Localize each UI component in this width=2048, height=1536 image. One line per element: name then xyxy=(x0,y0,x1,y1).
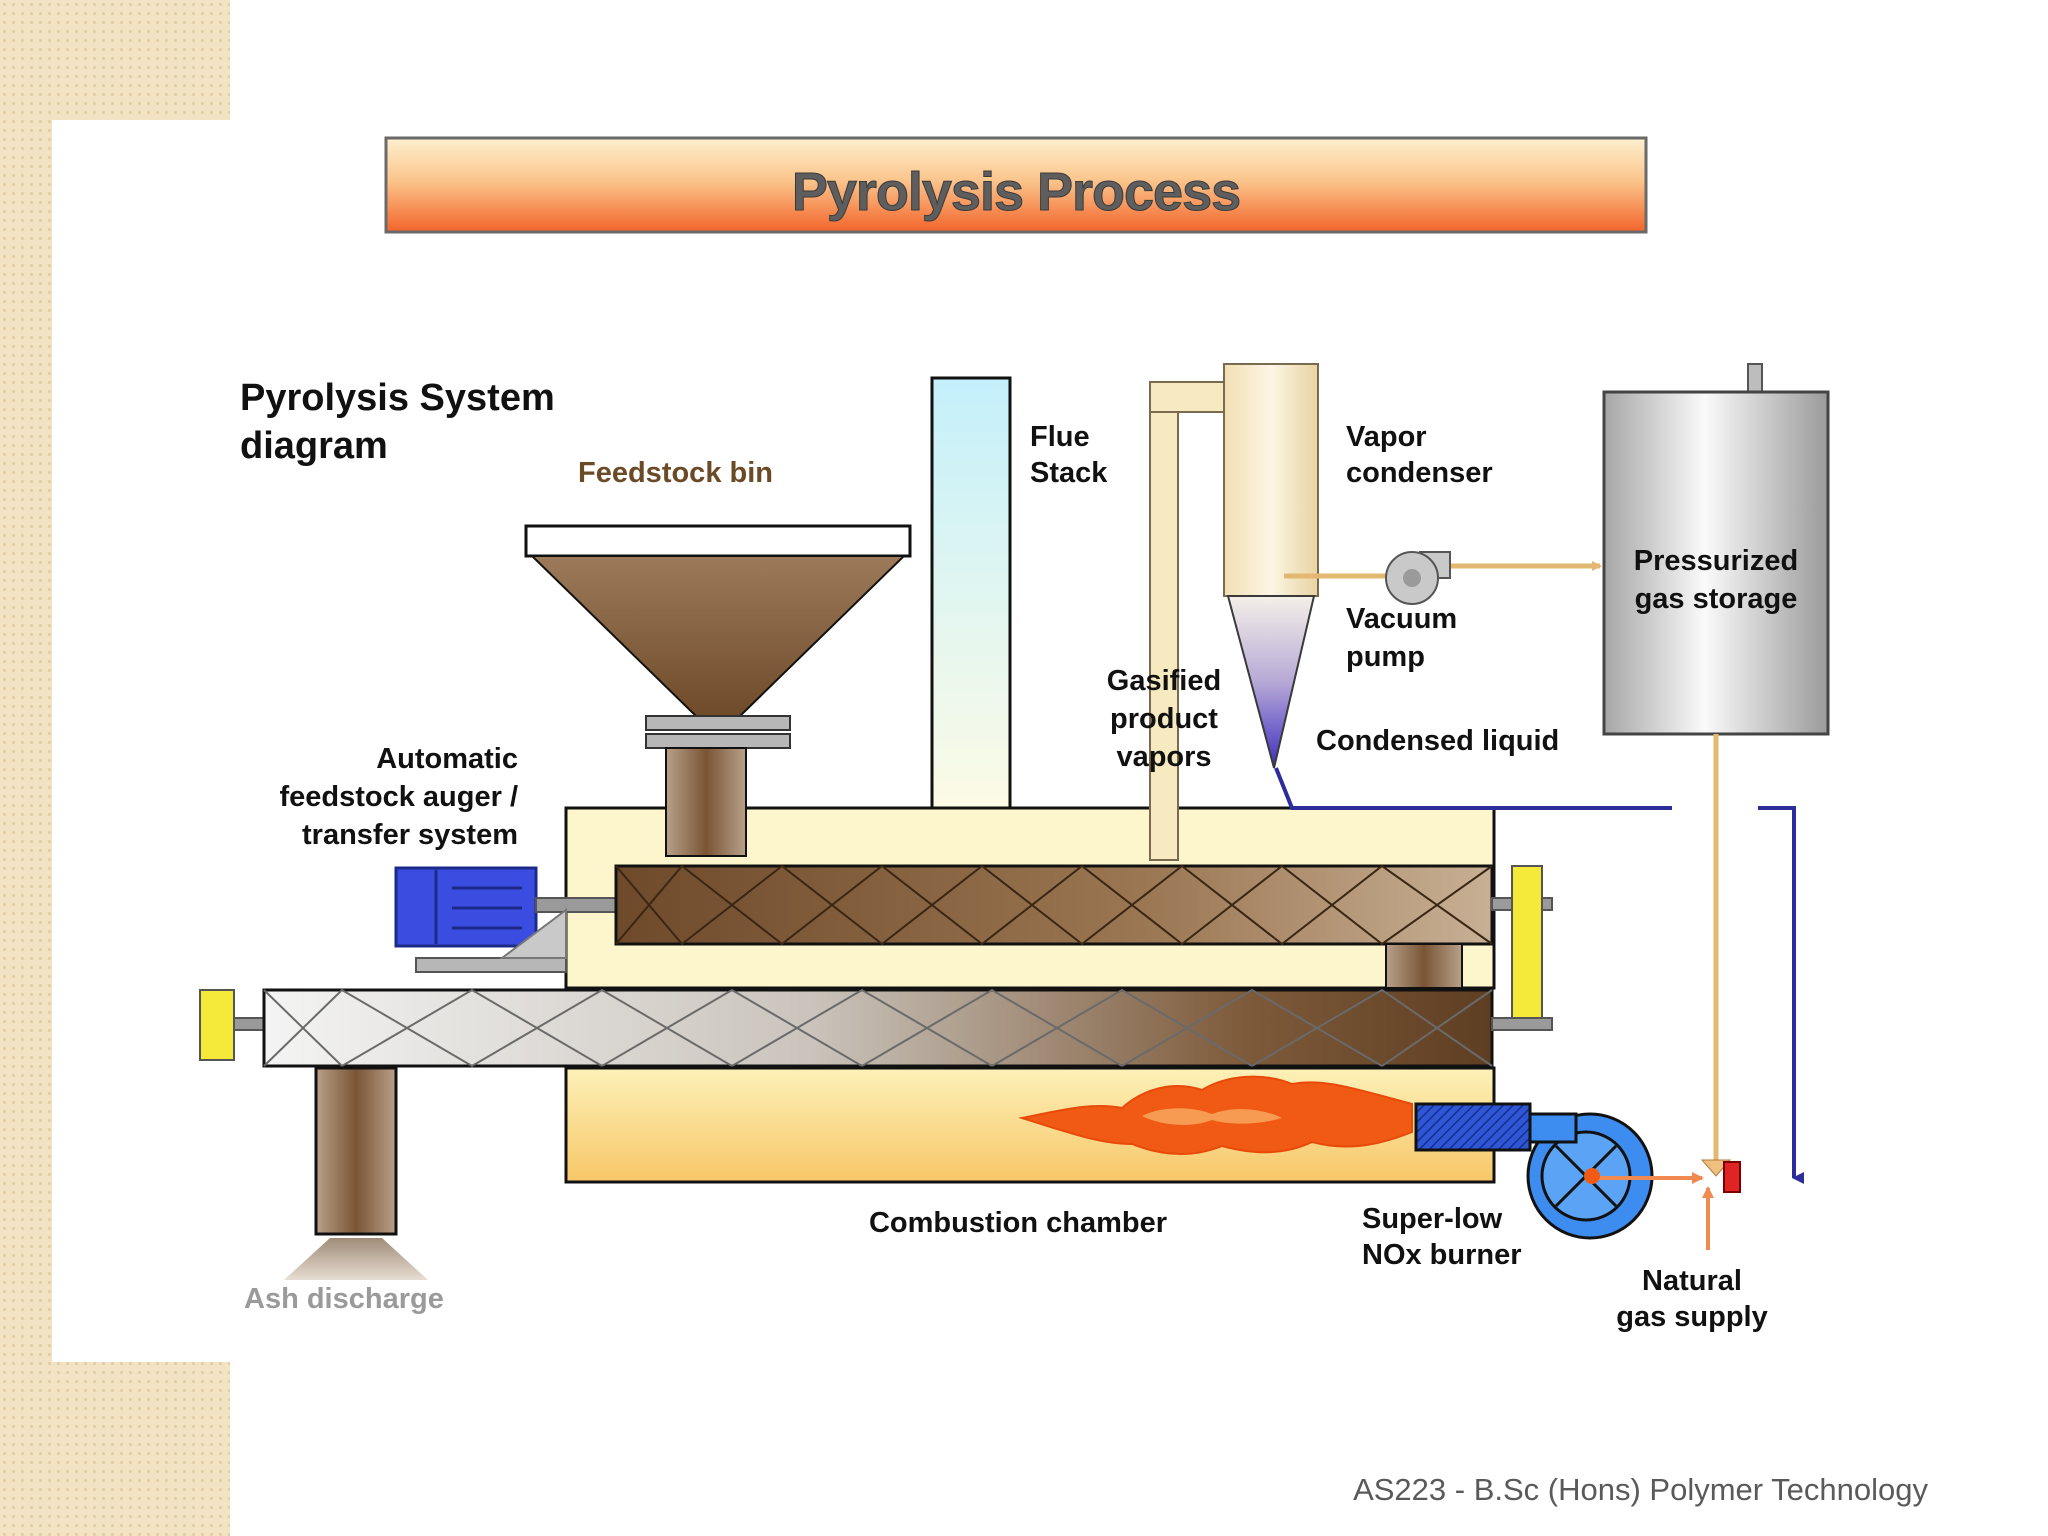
diagram-card: Pyrolysis Process Pyrolysis System diagr… xyxy=(52,120,1992,1362)
natural-gas-feed xyxy=(1584,1159,1741,1250)
label-burner-1: Super-low xyxy=(1362,1203,1503,1235)
auger-motor xyxy=(394,866,619,973)
label-auger-3: transfer system xyxy=(302,819,518,851)
label-vacuum-pump-2: pump xyxy=(1346,641,1425,673)
label-gasified-2: product xyxy=(1110,703,1218,735)
condensed-liquid-line xyxy=(1274,767,1804,1184)
label-ash-discharge: Ash discharge xyxy=(244,1283,444,1315)
label-gasified-1: Gasified xyxy=(1107,665,1221,697)
label-burner-2: NOx burner xyxy=(1362,1239,1522,1271)
ash-discharge xyxy=(284,1066,428,1280)
label-pressurized-gas-2: gas storage xyxy=(1635,583,1798,615)
label-condensed-liquid: Condensed liquid xyxy=(1316,725,1559,757)
upper-auger xyxy=(614,864,1553,1031)
flue-stack xyxy=(930,376,1012,814)
label-flue-stack-2: Stack xyxy=(1030,457,1108,489)
title-banner: Pyrolysis Process xyxy=(384,136,1648,234)
label-flue-stack-1: Flue xyxy=(1030,421,1090,453)
lower-auger xyxy=(199,988,1553,1068)
label-combustion-chamber: Combustion chamber xyxy=(869,1207,1167,1239)
gas-lines xyxy=(1284,561,1719,1168)
footer-course-label: AS223 - B.Sc (Hons) Polymer Technology xyxy=(1353,1472,1928,1507)
flame-highlight xyxy=(1142,1108,1282,1125)
label-pressurized-gas-1: Pressurized xyxy=(1634,545,1798,577)
label-feedstock-bin: Feedstock bin xyxy=(578,457,773,489)
label-natural-gas-1: Natural xyxy=(1642,1265,1742,1297)
diagram-heading-line2: diagram xyxy=(240,425,388,467)
transfer-chute xyxy=(1385,943,1463,989)
label-auger-2: feedstock auger / xyxy=(279,781,518,813)
feedstock-bin xyxy=(524,524,912,857)
pyrolysis-diagram: Pyrolysis Process Pyrolysis System diagr… xyxy=(199,136,1830,1333)
label-auger-1: Automatic xyxy=(376,743,518,775)
banner-title: Pyrolysis Process xyxy=(792,162,1240,222)
label-vapor-condenser-1: Vapor xyxy=(1346,421,1427,453)
label-vacuum-pump-1: Vacuum xyxy=(1346,603,1457,635)
label-gasified-3: vapors xyxy=(1116,741,1211,773)
label-natural-gas-2: gas supply xyxy=(1616,1301,1768,1333)
diagram-heading-line1: Pyrolysis System xyxy=(240,377,555,419)
vacuum-pump xyxy=(1385,551,1451,605)
vapor-condenser xyxy=(1223,363,1319,769)
label-vapor-condenser-2: condenser xyxy=(1346,457,1493,489)
